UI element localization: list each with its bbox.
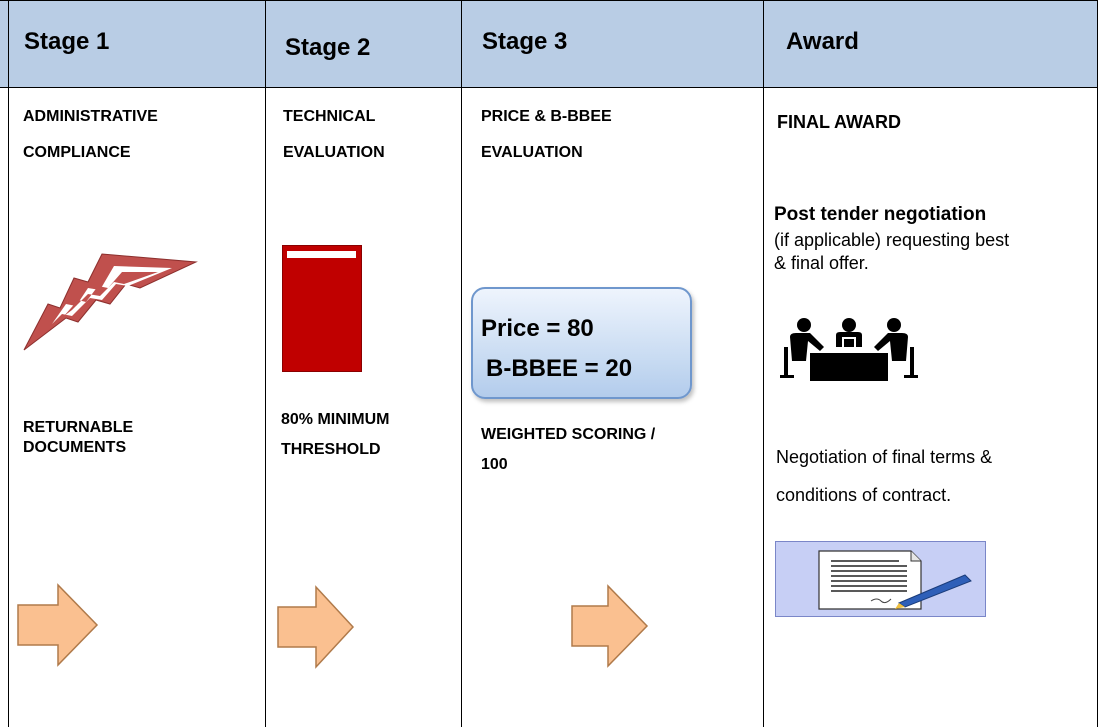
stage3-title-line2: EVALUATION — [481, 144, 583, 161]
stage1-title-line2: COMPLIANCE — [23, 144, 131, 161]
bbbee-weight-label: B-BBEE = 20 — [486, 355, 633, 382]
stage3-bottom-line2: 100 — [481, 456, 508, 473]
threshold-bar — [282, 245, 362, 372]
stage2-title-line2: EVALUATION — [283, 144, 385, 161]
header-stage-2: Stage 2 — [285, 34, 371, 61]
contract-signing-icon — [775, 541, 986, 617]
terms-line1: Negotiation of final terms & — [776, 447, 993, 467]
next-stage-arrow-icon-2 — [277, 585, 355, 669]
negotiation-line1: (if applicable) requesting best — [774, 230, 1010, 250]
stage2-title-line1: TECHNICAL — [283, 108, 376, 125]
stage1-bottom-line1: RETURNABLE — [23, 419, 134, 436]
terms-line2: conditions of contract. — [776, 485, 952, 505]
header-top-border — [0, 0, 1098, 1]
weighting-box — [471, 287, 692, 399]
meeting-icon — [780, 318, 918, 381]
price-weight-label: Price = 80 — [481, 315, 594, 342]
stage1-bottom-line2: DOCUMENTS — [23, 439, 127, 456]
stage1-title-line1: ADMINISTRATIVE — [23, 108, 158, 125]
col-border-3 — [763, 0, 764, 727]
next-stage-arrow-icon-1 — [17, 583, 99, 667]
stage2-bottom-line2: THRESHOLD — [281, 441, 381, 458]
header-award: Award — [786, 28, 859, 55]
lightning-icon — [23, 253, 198, 351]
header-row — [0, 0, 1098, 87]
header-stage-3: Stage 3 — [482, 28, 568, 55]
header-stage-1: Stage 1 — [24, 28, 110, 55]
stage3-bottom-line1: WEIGHTED SCORING / — [481, 426, 656, 443]
header-bottom-border — [0, 87, 1098, 88]
next-stage-arrow-icon-3 — [571, 584, 649, 668]
negotiation-heading: Post tender negotiation — [774, 204, 987, 225]
col-border-2 — [461, 0, 462, 727]
negotiation-line2: & final offer. — [774, 253, 869, 273]
award-title: FINAL AWARD — [777, 112, 901, 132]
stage3-title-line1: PRICE & B-BBEE — [481, 108, 612, 125]
stage2-bottom-line1: 80% MINIMUM — [281, 411, 390, 428]
col-border-left — [8, 0, 9, 727]
col-border-1 — [265, 0, 266, 727]
threshold-bar-top-stripe — [287, 251, 356, 258]
